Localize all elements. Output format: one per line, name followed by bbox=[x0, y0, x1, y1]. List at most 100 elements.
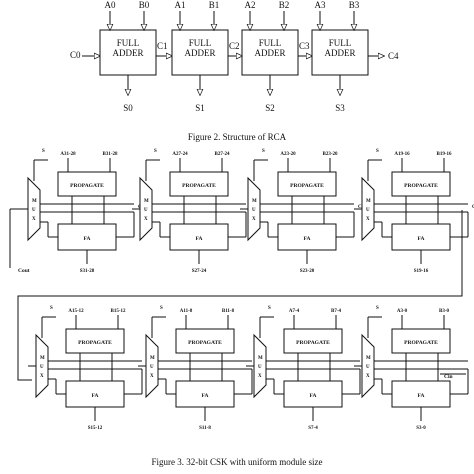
propagate-label: PROPAGATE bbox=[78, 340, 112, 346]
csk-caption: Figure 3. 32-bit CSK with uniform module… bbox=[152, 457, 323, 467]
module-input-b: B19-16 bbox=[437, 152, 453, 157]
mux-letter: U bbox=[366, 208, 370, 213]
csk-figure: Cout Cin Figure 3. 32-bit CSK with unifo… bbox=[9, 149, 474, 467]
rca-caption: Figure 2. Structure of RCA bbox=[188, 132, 287, 142]
rca-adder-label-line1: FULL bbox=[189, 38, 212, 48]
mux-letter: M bbox=[32, 199, 37, 204]
mux-letter: U bbox=[252, 208, 256, 213]
propagate-label: PROPAGATE bbox=[404, 183, 438, 189]
rca-sum-label: S1 bbox=[195, 103, 205, 113]
module-input-b: B7-4 bbox=[331, 309, 342, 314]
module-input-a: A3-0 bbox=[397, 309, 408, 314]
rca-input-a: A2 bbox=[245, 0, 256, 10]
rca-input-b: B2 bbox=[279, 0, 290, 10]
propagate-block bbox=[169, 171, 229, 197]
module-sum-label: S11-8 bbox=[199, 426, 211, 431]
module-input-b: B3-0 bbox=[439, 309, 450, 314]
mux-letter: U bbox=[258, 365, 262, 370]
rca-carry-label: C4 bbox=[388, 51, 399, 61]
rca-adder-2: FULL ADDER A2 B2 S2 C3 bbox=[241, 0, 312, 113]
mux-shape bbox=[253, 333, 267, 399]
module-input-b: B15-12 bbox=[111, 309, 127, 314]
fa-label: FA bbox=[84, 236, 91, 242]
module-sum-label: S23-20 bbox=[300, 269, 315, 274]
propagate-block bbox=[65, 328, 125, 354]
mux-letter: X bbox=[40, 374, 44, 379]
mux-select-label: S bbox=[154, 149, 157, 154]
module-input-a: A27-24 bbox=[172, 152, 188, 157]
mux-letter: M bbox=[252, 199, 257, 204]
propagate-label: PROPAGATE bbox=[70, 183, 104, 189]
module-input-a: A23-20 bbox=[280, 152, 296, 157]
propagate-block bbox=[391, 328, 451, 354]
fa-label: FA bbox=[418, 236, 425, 242]
rca-input-b: B3 bbox=[349, 0, 360, 10]
propagate-label: PROPAGATE bbox=[404, 340, 438, 346]
module-input-b: B31-28 bbox=[103, 152, 119, 157]
mux-letter: M bbox=[258, 356, 263, 361]
propagate-block bbox=[391, 171, 451, 197]
rca-input-b: B0 bbox=[139, 0, 150, 10]
mux-letter: M bbox=[150, 356, 155, 361]
fa-label: FA bbox=[304, 236, 311, 242]
mux-select-label: S bbox=[42, 149, 45, 154]
module-input-b: B23-20 bbox=[323, 152, 339, 157]
module-sum-label: S3-0 bbox=[416, 426, 426, 431]
mux-letter: X bbox=[366, 374, 370, 379]
module-input-a: A15-12 bbox=[68, 309, 84, 314]
csk-cout-label: Cout bbox=[18, 268, 30, 274]
propagate-block bbox=[175, 328, 235, 354]
propagate-block bbox=[57, 171, 117, 197]
rca-sum-label: S3 bbox=[335, 103, 345, 113]
propagate-label: PROPAGATE bbox=[188, 340, 222, 346]
rca-adder-label-line2: ADDER bbox=[113, 48, 144, 58]
module-input-a: A11-8 bbox=[180, 309, 193, 314]
mux-letter: U bbox=[144, 208, 148, 213]
propagate-block bbox=[283, 328, 343, 354]
rca-carry-label: C1 bbox=[157, 41, 168, 51]
rca-adder-label-line2: ADDER bbox=[255, 48, 286, 58]
rca-adder-label-line1: FULL bbox=[117, 38, 140, 48]
rca-figure: C0 FULL ADDER A0 B0 S0 C1 FULL ADDER A1 … bbox=[70, 0, 399, 142]
module-input-b: B11-8 bbox=[222, 309, 235, 314]
module-carry-label: C15 bbox=[472, 205, 474, 210]
rca-input-a: A3 bbox=[315, 0, 326, 10]
rca-adder-label-line2: ADDER bbox=[325, 48, 356, 58]
mux-letter: X bbox=[258, 374, 262, 379]
rca-adder-0: FULL ADDER A0 B0 S0 C1 bbox=[99, 0, 172, 113]
csk-cin-label: Cin bbox=[444, 374, 453, 380]
mux-letter: U bbox=[40, 365, 44, 370]
module-sum-label: S27-24 bbox=[192, 269, 207, 274]
module-input-a: A31-28 bbox=[60, 152, 76, 157]
mux-letter: X bbox=[252, 217, 256, 222]
mux-select-label: S bbox=[376, 306, 379, 311]
module-input-a: A19-16 bbox=[394, 152, 410, 157]
mux-select-label: S bbox=[268, 306, 271, 311]
module-input-b: B27-24 bbox=[215, 152, 231, 157]
mux-letter: M bbox=[366, 356, 371, 361]
mux-letter: U bbox=[32, 208, 36, 213]
rca-adder-3: FULL ADDER A3 B3 S3 C4 bbox=[311, 0, 399, 113]
rca-adder-1: FULL ADDER A1 B1 S1 C2 bbox=[171, 0, 242, 113]
fa-label: FA bbox=[310, 393, 317, 399]
row-link-wire bbox=[17, 210, 463, 381]
rca-adder-label-line1: FULL bbox=[259, 38, 282, 48]
propagate-block bbox=[277, 171, 337, 197]
rca-carry-in-label: C0 bbox=[70, 50, 81, 60]
module-sum-label: S19-16 bbox=[414, 269, 429, 274]
mux-shape bbox=[247, 176, 261, 242]
rca-carry-label: C3 bbox=[299, 41, 310, 51]
rca-sum-label: S2 bbox=[265, 103, 275, 113]
rca-adder-label-line1: FULL bbox=[329, 38, 352, 48]
mux-select-label: S bbox=[160, 306, 163, 311]
mux-select-label: S bbox=[262, 149, 265, 154]
fa-label: FA bbox=[202, 393, 209, 399]
fa-label: FA bbox=[196, 236, 203, 242]
